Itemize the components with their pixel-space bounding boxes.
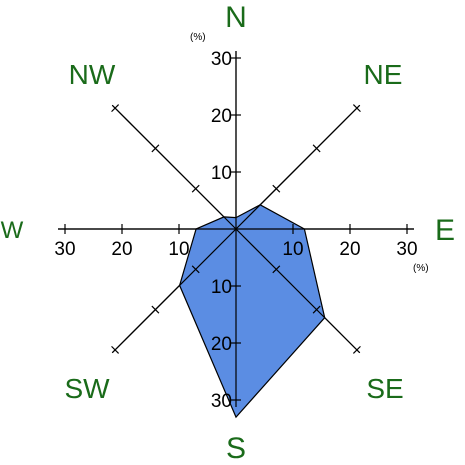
tick-label-e-20: 20 (339, 239, 360, 260)
rose-polygon (178, 204, 326, 419)
tick-nw-30 (111, 104, 120, 113)
tick-label-s-10: 10 (211, 277, 232, 298)
ticks-group (58, 51, 414, 407)
tick-sw-30 (111, 345, 120, 354)
direction-label-s: S (226, 432, 246, 465)
tick-ne-10 (272, 184, 281, 193)
direction-label-w: W (1, 217, 24, 244)
tick-label-w-10: 10 (168, 239, 189, 260)
axis-overlay-ne (235, 104, 361, 230)
tick-sw-20 (151, 305, 160, 314)
axis-overlay-nw (111, 104, 237, 230)
tick-ne-30 (352, 104, 361, 113)
tick-label-n-30: 30 (211, 49, 232, 70)
unit-label-n: (%) (190, 32, 206, 43)
tick-nw-20 (151, 144, 160, 153)
tick-label-s-30: 30 (211, 391, 232, 412)
axis-overlay-sw (111, 228, 237, 354)
tick-label-e-10: 10 (282, 239, 303, 260)
tick-label-s-20: 20 (211, 334, 232, 355)
tick-se-10 (272, 265, 281, 274)
tick-label-w-20: 20 (111, 239, 132, 260)
direction-label-e: E (435, 214, 455, 247)
tick-label-n-20: 20 (211, 106, 232, 127)
axis-overlay-se (235, 228, 361, 354)
tick-label-w-30: 30 (54, 239, 75, 260)
tick-nw-10 (191, 184, 200, 193)
direction-label-nw: NW (69, 59, 116, 90)
rose-group (178, 204, 326, 419)
unit-label-e: (%) (413, 263, 429, 274)
tick-ne-20 (312, 144, 321, 153)
tick-sw-10 (191, 265, 200, 274)
tick-se-20 (312, 305, 321, 314)
labels-group: 10 10 10 10 20 20 20 20 30 30 30 30 (%) (%) N NE E SE S SW W… (1, 1, 455, 465)
direction-label-n: N (225, 1, 247, 34)
tick-label-e-30: 30 (396, 239, 417, 260)
direction-label-sw: SW (64, 373, 110, 404)
direction-label-se: SE (366, 373, 403, 404)
direction-label-ne: NE (364, 59, 403, 90)
tick-se-30 (352, 345, 361, 354)
tick-label-n-10: 10 (211, 163, 232, 184)
